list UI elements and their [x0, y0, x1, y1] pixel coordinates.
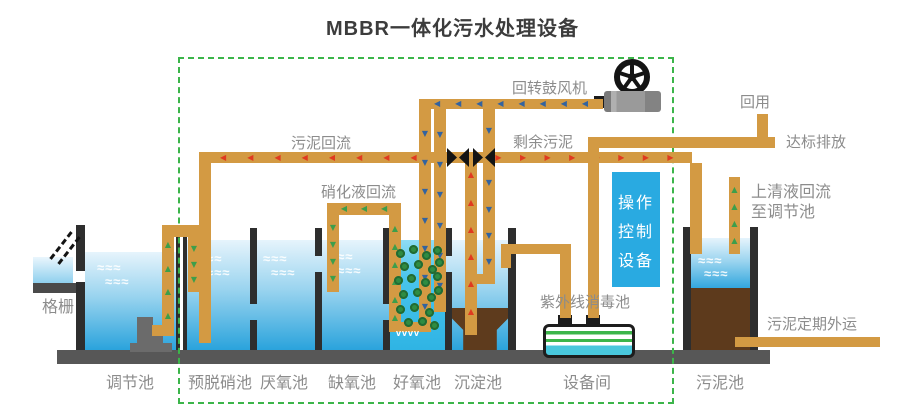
tank-wall	[683, 227, 691, 352]
tank-label-sludge-tank: 污泥池	[695, 375, 745, 392]
inlet-channel-floor	[33, 283, 81, 293]
mbbr-media-carrier	[396, 249, 405, 258]
inlet-riser-pipe: ▲▲▲▲	[162, 225, 174, 336]
label-excess-sludge: 剩余污泥	[513, 134, 574, 151]
uv-inlet-stub	[558, 315, 572, 325]
control-panel-text: 操作	[617, 194, 654, 212]
air-drop-elbow	[401, 322, 421, 332]
sed-outlet-stub	[501, 252, 511, 268]
tank-wall	[315, 272, 322, 350]
inlet-drop-pipe: ▼▼▼	[188, 237, 200, 292]
mbbr-media-carrier	[428, 265, 437, 274]
mbbr-media-carrier	[396, 305, 405, 314]
excess-sludge-drop-pipe	[690, 163, 702, 254]
mbbr-media-carrier	[399, 290, 408, 299]
pump-elbow-pipe	[152, 325, 168, 336]
mbbr-media-carrier	[413, 288, 422, 297]
tank-wall	[315, 228, 322, 256]
tank-label-equipment-room: 设备间	[562, 375, 612, 392]
label-uv-pool: 紫外线消毒池	[540, 294, 631, 311]
mbbr-media-carrier	[427, 293, 436, 302]
label-nitrified-return: 硝化液回流	[321, 184, 397, 201]
label-discharge: 达标排放	[786, 134, 847, 151]
submersible-pump	[137, 334, 163, 345]
tank-label-aerobic: 好氧池	[392, 375, 442, 392]
discharge-pipe	[588, 137, 775, 148]
control-panel: 操作 控制 设备	[612, 172, 660, 287]
mbbr-media-carrier	[407, 274, 416, 283]
tank-wall	[445, 272, 452, 350]
tank-wall	[250, 228, 257, 304]
uv-outlet-stub	[586, 315, 600, 325]
tank-label-sedimentation: 沉淀池	[453, 375, 503, 392]
label-supernatant-1: 上清液回流	[751, 184, 832, 201]
tank-wall	[445, 228, 452, 256]
nitrified-recycle-riser: ▲▲▲▲▲▲	[389, 215, 401, 332]
inlet-top-pipe	[162, 225, 200, 237]
tank-wall	[250, 320, 257, 350]
label-supernatant-2: 至调节池	[751, 204, 816, 221]
tank-label-predenitrification: 预脱硝池	[187, 375, 253, 392]
mbbr-media-carrier	[425, 308, 434, 317]
control-panel-text: 设备	[617, 252, 654, 270]
air-drop-pipe: ▼▼▼▼▼▼▼	[419, 109, 431, 332]
mbbr-media-carrier	[418, 317, 427, 326]
mbbr-media-carrier	[410, 303, 419, 312]
tank-wall	[183, 228, 187, 350]
air-drop-pipe: ▼▼▼▼▼▼	[483, 109, 495, 284]
mbbr-media-carrier	[414, 260, 423, 269]
mbbr-media-carrier	[404, 318, 413, 327]
nitrified-recycle-top: ◀◀◀	[327, 203, 401, 215]
control-panel-text: 控制	[617, 223, 654, 241]
mbbr-media-carrier	[433, 272, 442, 281]
valve-icon	[447, 148, 469, 167]
label-reuse: 回用	[740, 94, 771, 111]
tank-label-equalization: 调节池	[105, 375, 155, 392]
uv-disinfection-unit	[543, 324, 635, 358]
valve-icon	[473, 148, 495, 167]
mbbr-media-carrier	[421, 278, 430, 287]
mbbr-media-carrier	[430, 321, 439, 330]
mbbr-media-carrier	[435, 258, 444, 267]
submersible-pump	[130, 343, 172, 352]
sed-outlet-pipe	[501, 244, 571, 254]
excess-sludge-pipe: ▶▶▶▶▶▶▶▶	[477, 152, 692, 163]
mbbr-media-carrier	[434, 286, 443, 295]
inlet-channel-water	[33, 257, 73, 283]
tank-wall	[76, 282, 85, 350]
tank-wall	[750, 227, 758, 352]
mbbr-media-carrier	[400, 262, 409, 271]
label-sludge-return: 污泥回流	[291, 135, 352, 152]
uv-feed-pipe	[560, 244, 571, 318]
diagram-title: MBBR一体化污水处理设备	[326, 18, 579, 40]
mbbr-media-carrier	[422, 251, 431, 260]
blower-body	[604, 91, 661, 112]
aeration-bubbles-icon	[396, 328, 420, 338]
tank-wall	[383, 228, 390, 304]
air-header-pipe: ◀◀◀◀◀◀◀◀	[419, 99, 603, 109]
tank-wall	[383, 320, 390, 350]
tank-wall	[508, 228, 516, 350]
tank-wall	[76, 225, 85, 271]
uv-outlet-riser	[588, 137, 599, 318]
tank-label-anaerobic: 厌氧池	[259, 375, 309, 392]
reuse-stub-pipe	[757, 114, 768, 142]
bar-screen-icon	[49, 231, 73, 260]
air-drop-elbow	[472, 274, 483, 284]
supernatant-return-pipe: ▲▲▲▲	[729, 177, 740, 254]
sludge-return-drop-pipe	[199, 163, 211, 343]
sludge-haul-pipe	[735, 337, 880, 347]
tank-label-anoxic: 缺氧池	[327, 375, 377, 392]
mbbr-media-carrier	[394, 276, 403, 285]
mbbr-media-carrier	[409, 245, 418, 254]
sedimentation-riser-pipe: ▲▲▲▲▲▲	[465, 152, 477, 335]
mbbr-media-carrier	[433, 246, 442, 255]
label-screen: 格栅	[42, 299, 75, 316]
air-drop-pipe: ▼▼▼▼▼▼	[434, 109, 446, 312]
nitrified-recycle-drop: ▼▼▼▼	[327, 215, 339, 292]
label-sludge-out: 污泥定期外运	[767, 316, 858, 333]
label-blower: 回转鼓风机	[512, 80, 588, 97]
